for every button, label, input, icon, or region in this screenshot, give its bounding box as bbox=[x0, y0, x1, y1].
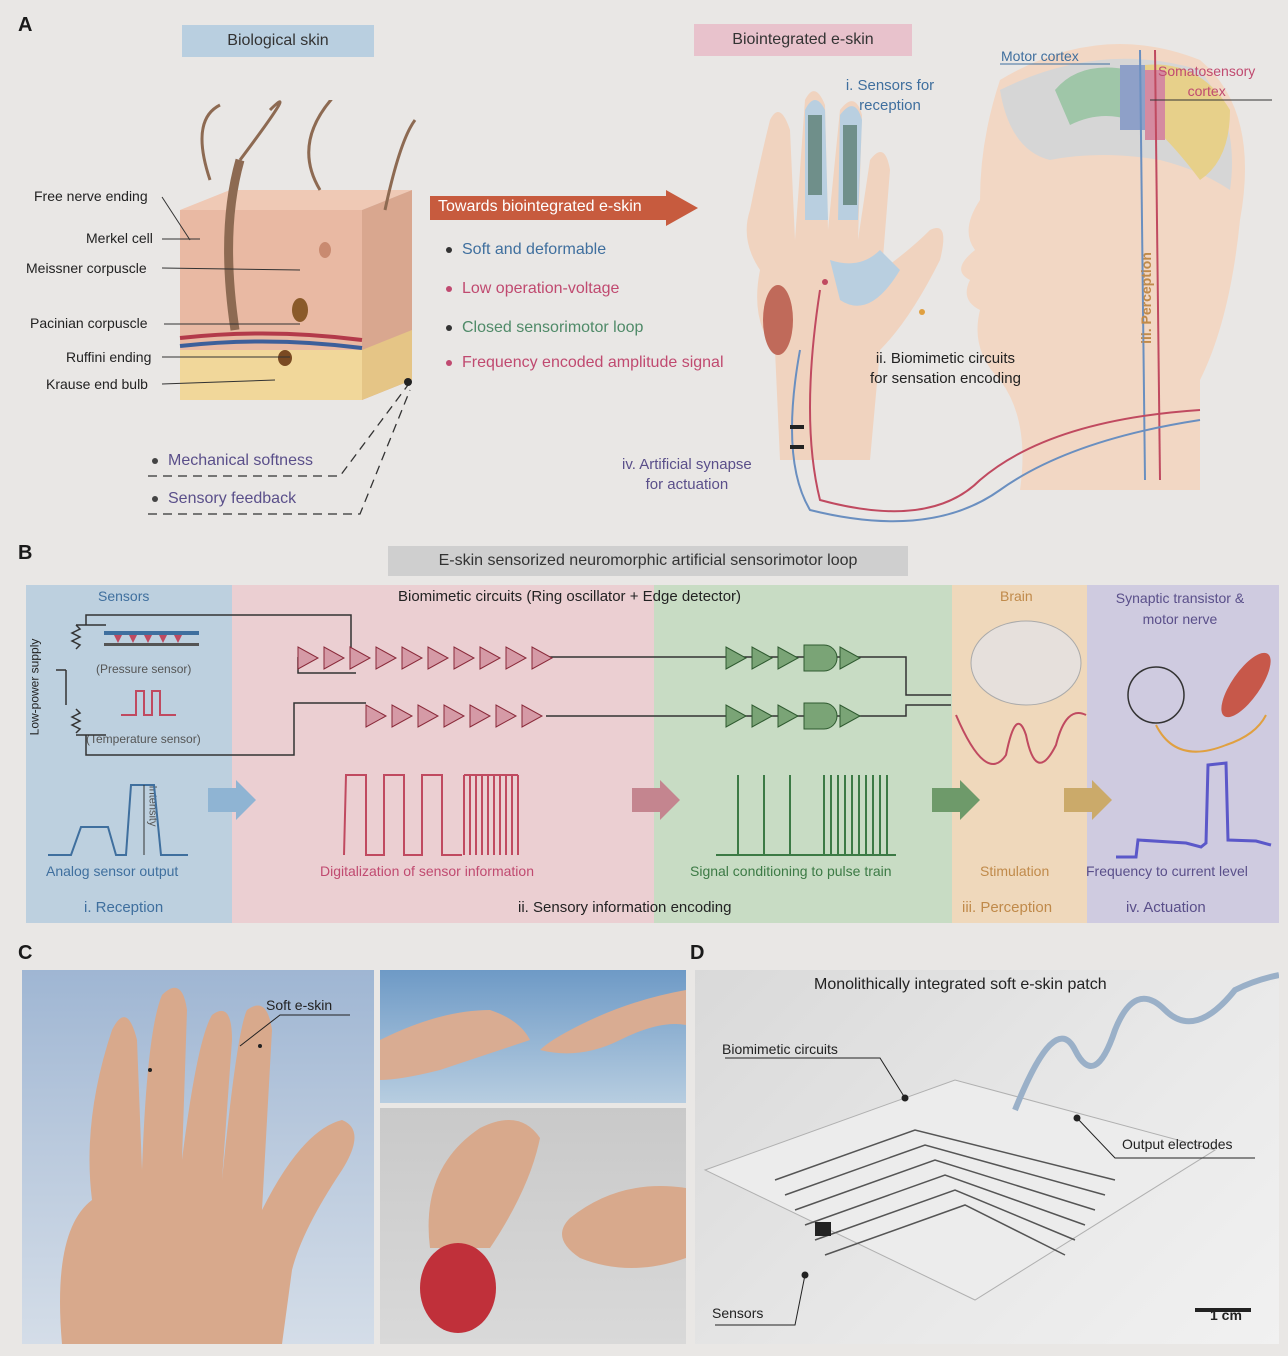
biological-skin-title: Biological skin bbox=[182, 25, 374, 57]
caption-analog-sensor-output: Analog sensor output bbox=[46, 863, 179, 879]
label-krause-end-bulb: Krause end bulb bbox=[46, 376, 148, 392]
photo-hand-eskin bbox=[22, 970, 374, 1344]
sensors-reception-line1: i. Sensors for bbox=[845, 77, 935, 94]
panel-c-letter: C bbox=[18, 942, 33, 964]
label-free-nerve-ending: Free nerve ending bbox=[34, 188, 148, 204]
limitation-label: Sensory feedback bbox=[168, 490, 297, 507]
somatosensory-line1: Somatosensory bbox=[1158, 63, 1256, 79]
limitation-sensory-feedback: Sensory feedback bbox=[152, 490, 296, 508]
bullet-dot bbox=[152, 458, 158, 464]
photo-eskin-patch bbox=[695, 970, 1279, 1344]
hand-photo-drawing bbox=[60, 987, 355, 1344]
caption-signal-conditioning: Signal conditioning to pulse train bbox=[690, 863, 892, 879]
sensors-reception-line2: reception bbox=[859, 97, 921, 114]
towards-label: Towards biointegrated e-skin bbox=[438, 198, 642, 215]
towards-arrow bbox=[430, 190, 698, 226]
hands-sky-drawing bbox=[380, 990, 686, 1080]
somatosensory-label: Somatosensory cortex bbox=[1158, 61, 1255, 101]
hand-head-illustration bbox=[746, 44, 1245, 523]
bullet-dot bbox=[152, 496, 158, 502]
caption-digitalization: Digitalization of sensor information bbox=[320, 863, 534, 879]
label-pacinian-corpuscle: Pacinian corpuscle bbox=[30, 315, 148, 331]
artificial-synapse-label: iv. Artificial synapse for actuation bbox=[622, 455, 752, 495]
stage-encoding: ii. Sensory information encoding bbox=[518, 899, 732, 916]
biomimetic-circuits-d-label: Biomimetic circuits bbox=[722, 1041, 838, 1057]
perception-label: iii. Perception bbox=[1137, 252, 1154, 344]
biomimetic-circuits-line1: ii. Biomimetic circuits bbox=[875, 350, 1016, 367]
soft-eskin-leader bbox=[239, 1014, 350, 1047]
panel-d-title: Monolithically integrated soft e-skin pa… bbox=[814, 976, 1107, 993]
neuromorphic-circuit-diagram bbox=[48, 614, 1272, 859]
zone-digitalization bbox=[232, 585, 654, 923]
artificial-synapse-line2: for actuation bbox=[645, 476, 729, 493]
feature-label: Low operation-voltage bbox=[462, 280, 620, 297]
photo-hands-sky bbox=[380, 970, 686, 1103]
synaptic-header-line2: motor nerve bbox=[1142, 611, 1218, 627]
feature-item: Frequency encoded amplitude signal bbox=[446, 354, 724, 372]
eskin-patch-drawing bbox=[703, 972, 1279, 1312]
panel-d-letter: D bbox=[690, 942, 705, 964]
sensors-d-label: Sensors bbox=[712, 1305, 764, 1321]
label-meissner-corpuscle: Meissner corpuscle bbox=[26, 260, 147, 276]
brain-header: Brain bbox=[1000, 588, 1033, 604]
pressure-sensor-label: (Pressure sensor) bbox=[96, 662, 192, 676]
bullet-dot bbox=[446, 286, 452, 292]
feature-label: Closed sensorimotor loop bbox=[462, 319, 644, 336]
stage-actuation: iv. Actuation bbox=[1126, 899, 1206, 916]
panel-d-leader-lines bbox=[715, 1057, 1255, 1326]
skin-cross-section-illustration bbox=[179, 100, 417, 400]
panel-b-title: E-skin sensorized neuromorphic artificia… bbox=[388, 546, 908, 576]
raspberry-drawing bbox=[420, 1120, 686, 1333]
caption-stimulation: Stimulation bbox=[980, 863, 1050, 879]
bullet-dot bbox=[446, 360, 452, 366]
caption-frequency-to-current: Frequency to current level bbox=[1086, 863, 1248, 879]
scale-bar-label: 1 cm bbox=[1210, 1307, 1242, 1323]
sensors-reception-label: i. Sensors for reception bbox=[840, 76, 940, 116]
circuits-header: Biomimetic circuits (Ring oscillator + E… bbox=[398, 588, 742, 605]
somatosensory-line2: cortex bbox=[1187, 83, 1226, 99]
synaptic-header: Synaptic transistor & motor nerve bbox=[1100, 588, 1260, 630]
biomimetic-circuits-label: ii. Biomimetic circuits for sensation en… bbox=[870, 349, 1021, 389]
label-ruffini-ending: Ruffini ending bbox=[66, 349, 152, 365]
motor-cortex-label: Motor cortex bbox=[1001, 48, 1079, 64]
synaptic-header-line1: Synaptic transistor & bbox=[1115, 590, 1245, 606]
panel-a-letter: A bbox=[18, 14, 33, 36]
feature-label: Soft and deformable bbox=[462, 241, 607, 258]
feature-label: Frequency encoded amplitude signal bbox=[462, 354, 724, 371]
panel-b-letter: B bbox=[18, 542, 33, 564]
soft-eskin-label: Soft e-skin bbox=[266, 997, 333, 1013]
cortex-leader-lines bbox=[1000, 63, 1272, 101]
e-skin-title: Biointegrated e-skin bbox=[694, 24, 912, 56]
feature-item: Soft and deformable bbox=[446, 241, 606, 259]
feature-item: Low operation-voltage bbox=[446, 280, 619, 298]
output-electrodes-label: Output electrodes bbox=[1122, 1136, 1233, 1152]
artificial-synapse-line1: iv. Artificial synapse bbox=[622, 456, 752, 473]
feature-item: Closed sensorimotor loop bbox=[446, 319, 643, 337]
biomimetic-circuits-line2: for sensation encoding bbox=[870, 370, 1021, 387]
stage-perception: iii. Perception bbox=[962, 899, 1053, 916]
bullet-dot bbox=[446, 247, 452, 253]
limitation-label: Mechanical softness bbox=[168, 452, 313, 469]
skin-leader-lines bbox=[148, 196, 412, 515]
zone-reception bbox=[26, 585, 232, 923]
label-merkel-cell: Merkel cell bbox=[86, 230, 153, 246]
limitation-mechanical-softness: Mechanical softness bbox=[152, 452, 313, 470]
bullet-dot bbox=[446, 325, 452, 331]
stage-reception: i. Reception bbox=[84, 899, 164, 916]
temperature-sensor-label: (Temperature sensor) bbox=[86, 732, 201, 746]
sensors-header: Sensors bbox=[98, 588, 150, 604]
photo-raspberry-touch bbox=[380, 1108, 686, 1344]
zone-signal-conditioning bbox=[654, 585, 952, 923]
zone-actuation bbox=[1087, 585, 1279, 923]
